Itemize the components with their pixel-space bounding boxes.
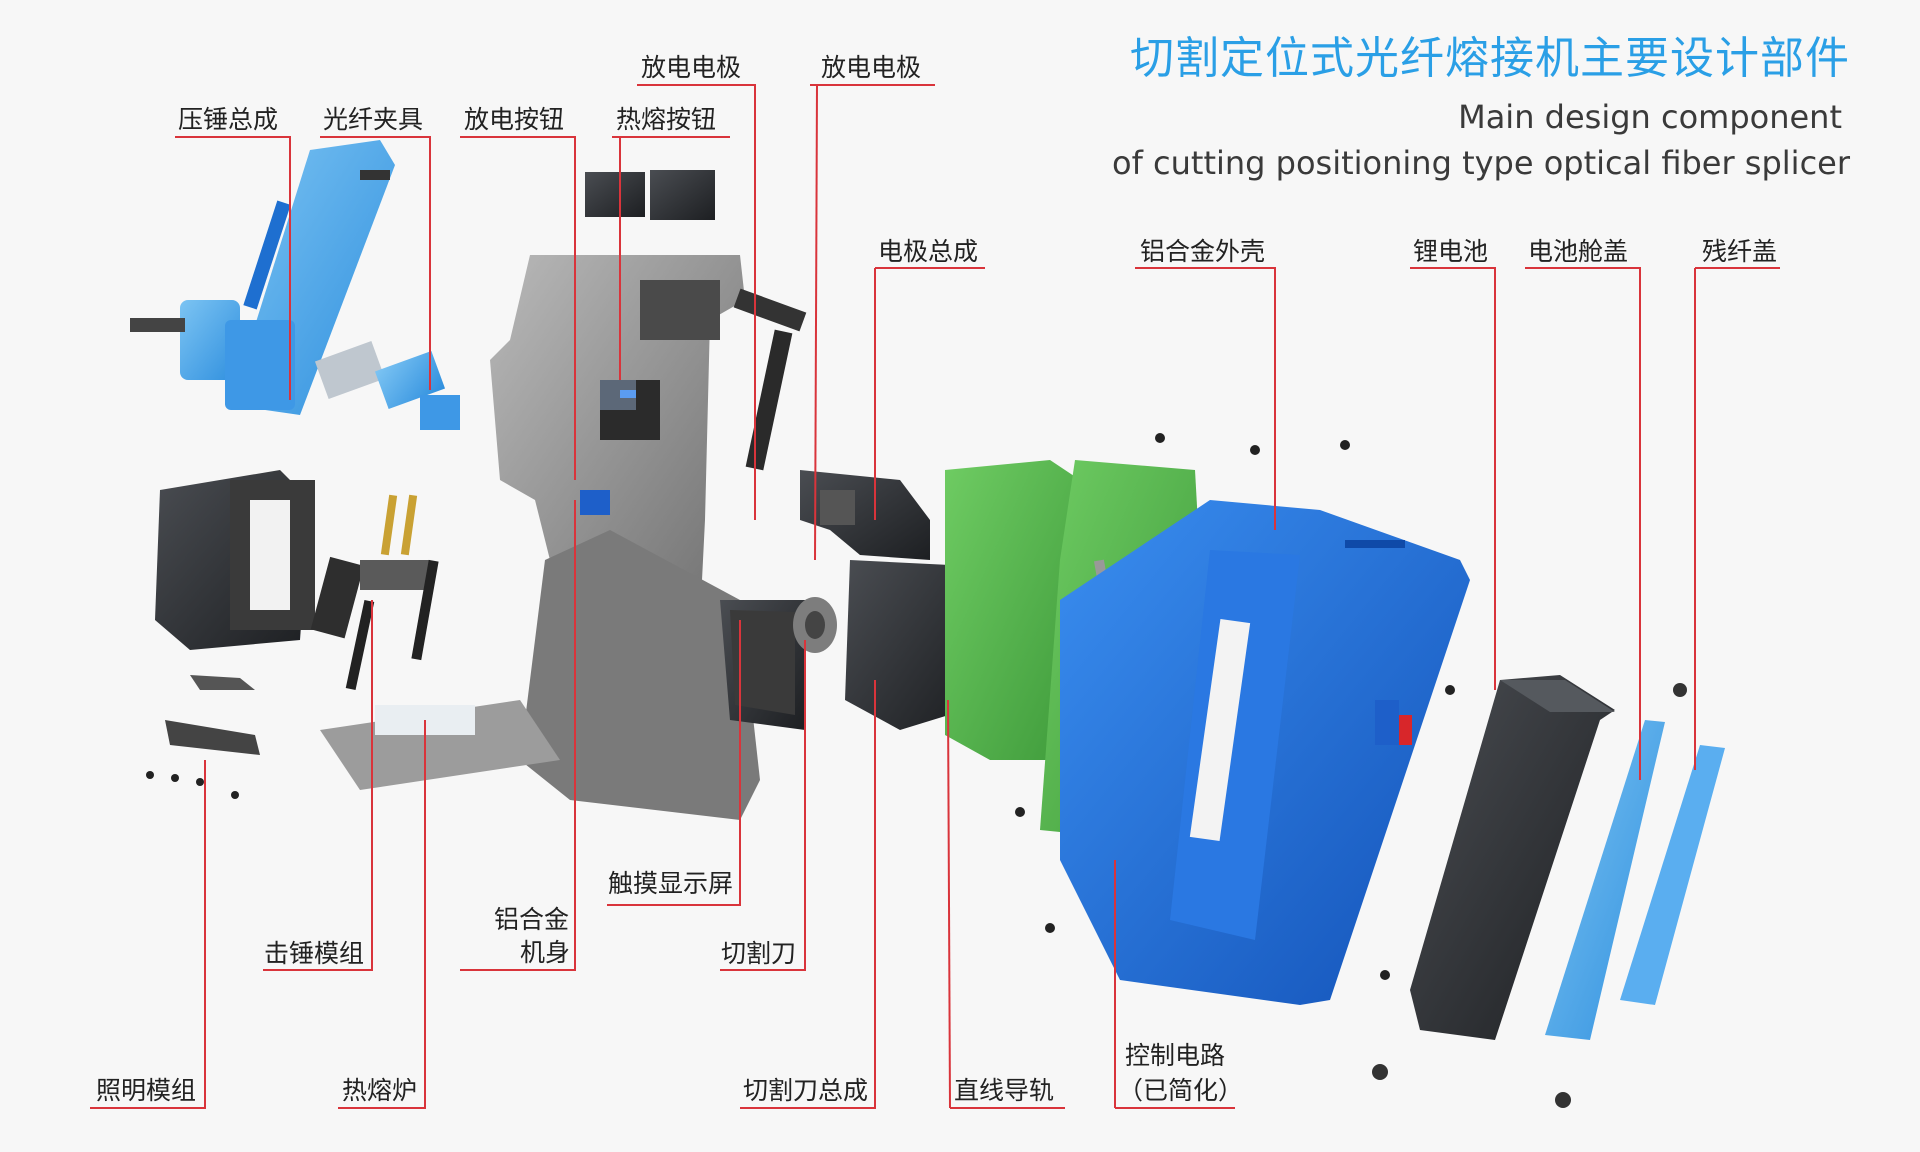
battery-cover-part	[1545, 720, 1665, 1040]
label-heat-button: 热熔按钮	[616, 105, 717, 134]
waste-fiber-cover-part	[1620, 745, 1725, 1005]
label-fiber-clamp: 光纤夹具	[323, 105, 424, 134]
label-lighting-module: 照明模组	[96, 1076, 197, 1105]
lighting-module-part	[146, 675, 260, 799]
label-discharge-electrode-2: 放电电极	[821, 53, 922, 82]
aluminum-body-part	[490, 255, 807, 820]
label-battery-cover: 电池舱盖	[1528, 237, 1629, 266]
label-lithium-battery: 锂电池	[1413, 237, 1489, 266]
title-english-line2: of cutting positioning type optical fibe…	[1112, 144, 1850, 182]
label-aluminum-body-line2: 机身	[520, 938, 571, 967]
striker-module-part	[155, 470, 364, 650]
title-chinese: 切割定位式光纤熔接机主要设计部件	[1130, 33, 1850, 84]
electrode-pins-part	[345, 494, 439, 691]
heat-furnace-part	[320, 700, 560, 790]
label-discharge-electrode-1: 放电电极	[641, 53, 742, 82]
label-cutter-assembly: 切割刀总成	[743, 1076, 869, 1105]
label-control-circuit-line2: （已简化）	[1118, 1076, 1244, 1105]
label-linear-guide: 直线导轨	[954, 1076, 1055, 1105]
label-waste-fiber-cover: 残纤盖	[1702, 237, 1778, 266]
fiber-clamp-part	[314, 340, 460, 430]
button-blocks-part	[585, 170, 715, 220]
label-aluminum-shell: 铝合金外壳	[1140, 237, 1266, 266]
label-electrode-assembly: 电极总成	[878, 237, 979, 266]
label-striker-module: 击锤模组	[264, 939, 365, 968]
electrode-assembly-part	[793, 470, 930, 653]
hammer-assembly-part	[130, 140, 395, 415]
screws-part	[1015, 433, 1687, 1108]
lithium-battery-part	[1410, 675, 1615, 1040]
label-aluminum-body-line1: 铝合金	[494, 905, 570, 934]
touch-screen-part	[720, 600, 805, 730]
label-hammer-assembly: 压锤总成	[178, 105, 279, 134]
label-cutter: 切割刀	[721, 939, 797, 968]
title-english-line1: Main design component	[1458, 98, 1842, 136]
label-discharge-button: 放电按钮	[464, 105, 565, 134]
label-heat-furnace: 热熔炉	[342, 1076, 418, 1105]
aluminum-shell-part	[1060, 500, 1470, 1005]
label-control-circuit-line1: 控制电路	[1125, 1041, 1226, 1070]
label-touch-screen: 触摸显示屏	[608, 869, 734, 898]
leader-lines	[90, 84, 1780, 1109]
